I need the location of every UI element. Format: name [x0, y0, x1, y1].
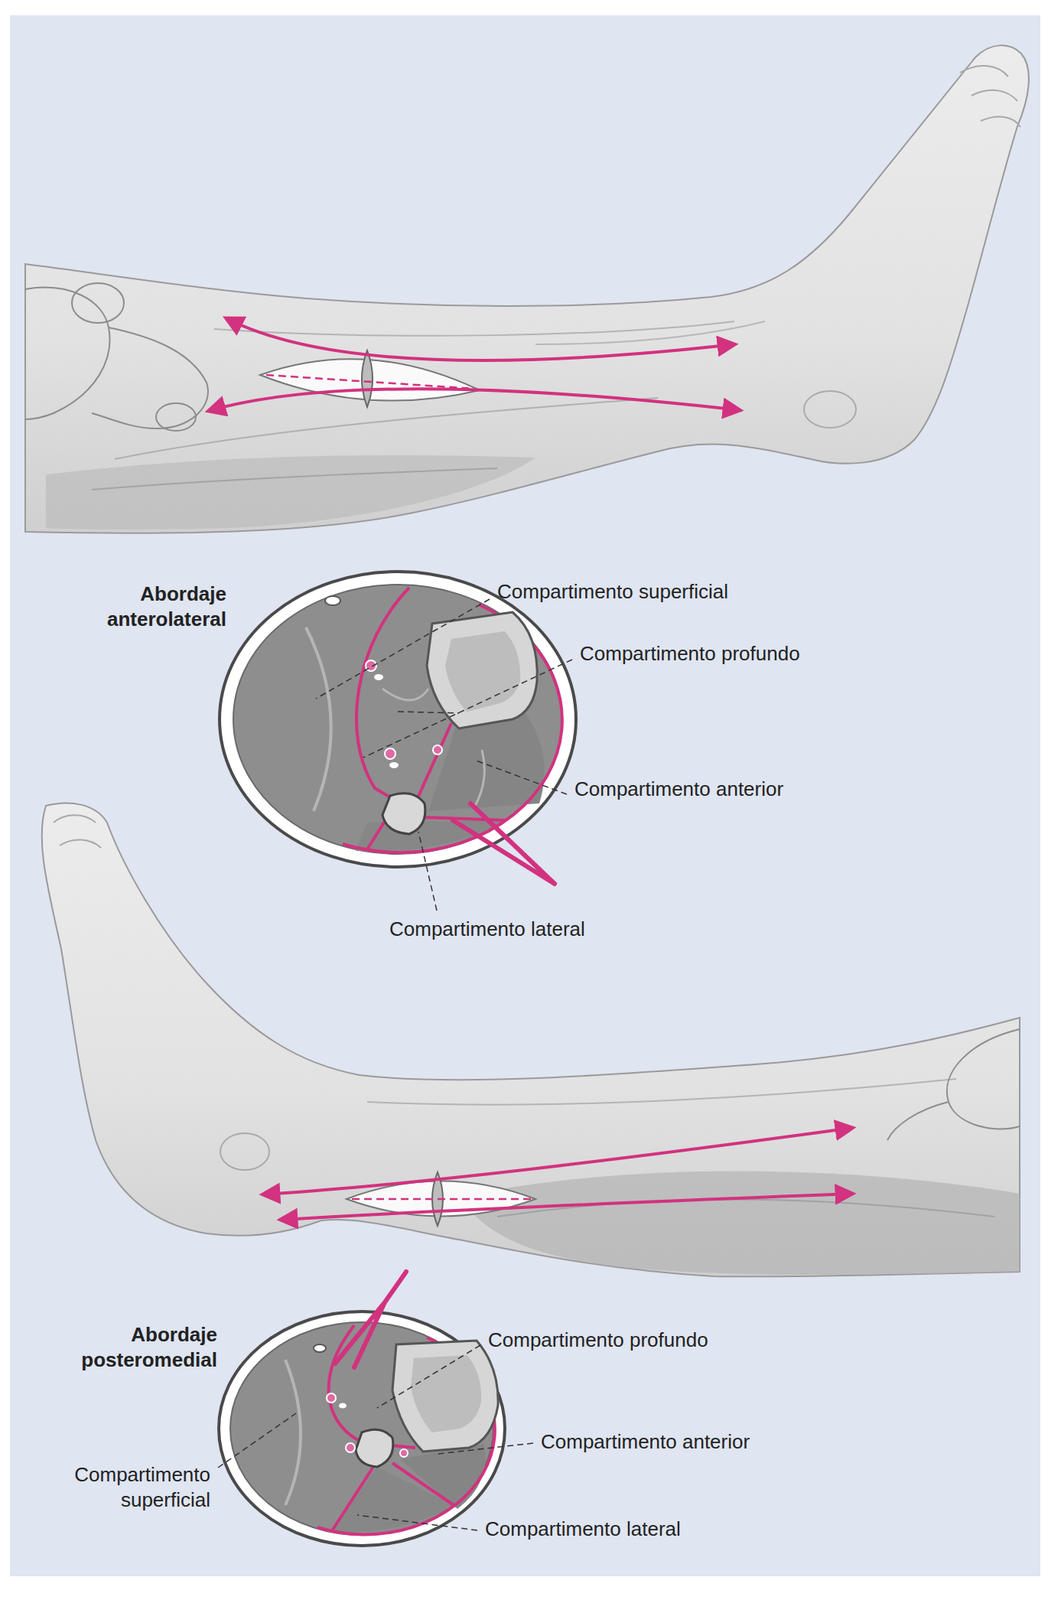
leg-posteromedial — [42, 802, 1020, 1276]
septum — [331, 1466, 374, 1532]
fasciotomy-line — [266, 374, 475, 389]
skin — [219, 571, 577, 867]
interosseous-membrane — [390, 1445, 416, 1448]
saphenous-vein — [325, 595, 341, 606]
muscle-septum — [285, 1359, 301, 1505]
interosseous-membrane — [416, 722, 452, 800]
incision-retractor — [335, 1271, 407, 1367]
compartment-label: Compartimento superficial — [49, 1461, 211, 1512]
leg-outline — [25, 45, 1029, 533]
leader-line — [474, 759, 567, 795]
femur-outline — [25, 287, 110, 420]
release-arrow — [280, 1193, 853, 1220]
vessel — [432, 745, 443, 755]
tibia-edge — [367, 1078, 957, 1105]
fibula-head-outline — [156, 403, 196, 431]
leg-anterolateral — [25, 45, 1029, 533]
septum — [422, 816, 505, 821]
toes — [960, 65, 1021, 127]
muscle-line — [497, 1199, 995, 1218]
muscle-septum — [305, 627, 332, 811]
tibia-marrow — [445, 631, 521, 712]
nerve — [338, 1402, 347, 1409]
release-arrow — [226, 318, 735, 361]
fibula — [382, 793, 426, 834]
muscle-mass — [233, 584, 563, 854]
calf-muscle — [45, 455, 536, 530]
leader-line — [357, 1514, 478, 1530]
muscle-septum — [474, 749, 485, 808]
muscle-line — [114, 397, 658, 459]
tibia — [392, 1340, 498, 1452]
leader-line — [438, 1442, 534, 1454]
muscle-septum — [382, 688, 429, 700]
patella-outline — [71, 283, 124, 323]
release-arrow — [208, 388, 740, 411]
compartment-label: Compartimento lateral — [389, 916, 586, 942]
tendon-line — [535, 321, 765, 345]
anterior-muscles — [428, 711, 545, 811]
panel-ground — [9, 15, 1041, 1576]
septum — [367, 818, 387, 850]
tibial-crest — [214, 321, 735, 336]
compartment-label: Compartimento superficial — [497, 579, 729, 605]
saphenous-vein — [313, 1344, 326, 1352]
leader-line — [363, 659, 573, 758]
vessel — [345, 1442, 355, 1452]
malleolus — [803, 390, 856, 428]
fibula — [355, 1428, 394, 1467]
vessel — [326, 1392, 336, 1403]
wound-spreader — [361, 350, 373, 407]
leader-line — [418, 831, 437, 911]
incision-retractor — [452, 803, 555, 884]
compartment-label: Compartimento lateral — [484, 1516, 681, 1542]
approach-heading: Abordaje anterolateral — [73, 581, 227, 632]
cross-section-anterolateral — [219, 571, 577, 884]
approach-heading: Abordaje posteromedial — [64, 1321, 218, 1372]
leader-lines — [218, 598, 573, 1530]
muscle-line — [91, 468, 498, 490]
leader-line — [218, 1412, 297, 1468]
toes — [53, 814, 101, 848]
tibia-head-outline — [887, 1101, 949, 1140]
release-arrow — [263, 1127, 853, 1195]
fascia — [356, 587, 410, 800]
vessel — [384, 748, 396, 759]
knee-bone-outline — [947, 1028, 1020, 1129]
leader-line — [377, 1344, 481, 1408]
compartment-label: Compartimento anterior — [574, 776, 784, 802]
nerve — [389, 761, 399, 769]
leader-line — [315, 598, 490, 699]
malleolus — [220, 1132, 270, 1170]
cross-section-posteromedial — [218, 1271, 505, 1546]
compartment-label: Compartimento profundo — [488, 1327, 709, 1353]
calf-muscle — [458, 1171, 1020, 1275]
tibia-head-outline — [91, 327, 209, 429]
lateral-muscles — [355, 820, 505, 852]
septum — [392, 1462, 454, 1505]
compartment-label: Compartimento profundo — [579, 641, 801, 667]
tibia — [426, 611, 538, 729]
leg-outline — [42, 802, 1020, 1276]
fasciotomy-line — [351, 1197, 532, 1201]
lateral-muscles — [331, 1466, 454, 1533]
nerve — [374, 673, 384, 681]
compartment-label: Compartimento anterior — [540, 1428, 750, 1455]
vessel — [400, 1448, 408, 1457]
leader-line — [397, 711, 459, 713]
fascia — [342, 604, 563, 853]
